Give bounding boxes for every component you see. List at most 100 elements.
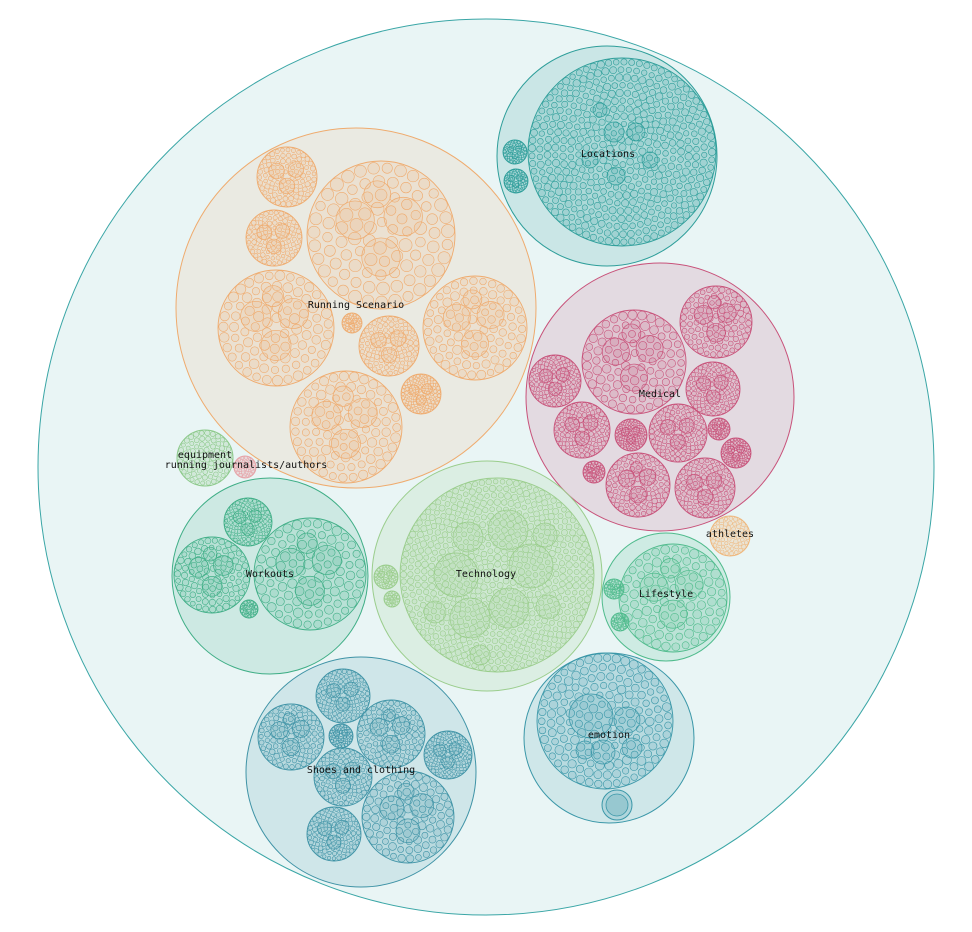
subgroup-medical-leaf: [650, 439, 656, 445]
subgroup-shoes-and-clothing-leaf: [438, 768, 443, 773]
subgroup-running-scenario-leaf: [292, 287, 303, 298]
subgroup-running-scenario-leaf: [227, 352, 237, 362]
subgroup-shoes-and-clothing-leaf: [394, 790, 403, 799]
subgroup-running-scenario-leaf: [424, 409, 428, 414]
equipment-leaf: [182, 456, 189, 463]
subgroup-shoes-and-clothing-leaf: [345, 772, 350, 777]
subgroup-shoes-and-clothing-leaf: [344, 776, 351, 783]
subgroup-running-scenario-leaf: [396, 213, 408, 225]
subgroup-running-scenario-leaf: [311, 416, 322, 427]
subgroup-workouts-leaf: [225, 527, 230, 532]
subgroup-technology-small-leaf: [384, 582, 389, 586]
subgroup-workouts-leaf: [203, 567, 210, 574]
subgroup-medical-leaf: [734, 380, 739, 385]
subgroup-technology-small-leaf: [385, 565, 390, 569]
subgroup-workouts-leaf: [201, 598, 209, 606]
subgroup-medical-leaf: [618, 505, 625, 512]
subgroup-running-scenario-leaf: [401, 396, 406, 400]
subgroup-shoes-and-clothing-leaf: [318, 731, 324, 738]
locations-leaf: [669, 155, 676, 162]
subgroup-medical-leaf: [712, 285, 719, 293]
locations-leaf: [599, 140, 607, 149]
subgroup-medical-leaf: [669, 456, 675, 462]
subgroup-technology-small-leaf: [381, 581, 385, 586]
subgroup-shoes-and-clothing-leaf: [385, 743, 392, 749]
technology-leaf: [502, 602, 509, 609]
locations-leaf: [664, 111, 672, 119]
technology-leaf: [484, 664, 492, 672]
subgroup-shoes-and-clothing-leaf: [428, 765, 433, 770]
subgroup-running-scenario-leaf: [379, 335, 384, 341]
subgroup-medical-leaf: [723, 311, 731, 319]
subgroup-shoes-and-clothing-leaf: [360, 692, 365, 697]
subgroup-workouts-leaf: [244, 614, 248, 618]
subgroup-running-scenario-leaf: [427, 240, 440, 254]
locations-leaf: [684, 115, 693, 124]
subgroup-shoes-and-clothing-leaf: [355, 825, 360, 830]
subgroup-running-scenario-leaf: [371, 417, 381, 427]
subgroup-medical-leaf: [616, 426, 620, 431]
subgroup-shoes-and-clothing-leaf: [327, 790, 332, 796]
subgroup-medical-leaf: [632, 386, 640, 395]
subgroup-medical-leaf: [614, 471, 621, 477]
subgroup-running-scenario-leaf: [312, 324, 323, 335]
subgroup-running-scenario-leaf: [409, 381, 414, 385]
locations-leaf: [596, 228, 603, 235]
subgroup-medical-leaf: [661, 469, 667, 476]
subgroup-medical-leaf: [588, 445, 595, 451]
subgroup-medical-leaf: [687, 339, 694, 346]
subgroup-workouts-leaf: [303, 519, 312, 528]
subgroup-shoes-and-clothing-leaf: [349, 732, 353, 736]
technology-leaf: [465, 586, 473, 594]
subgroup-running-scenario-leaf: [289, 175, 295, 181]
locations-leaf: [633, 162, 641, 170]
locations-leaf: [633, 67, 640, 75]
subgroup-running-scenario-leaf: [509, 297, 519, 307]
subgroup-running-scenario-leaf: [450, 281, 460, 290]
subgroup-medical-leaf: [712, 431, 717, 435]
subgroup-shoes-and-clothing-leaf: [433, 757, 438, 762]
locations-leaf: [603, 134, 611, 142]
subgroup-running-scenario-leaf: [241, 292, 253, 303]
technology-leaf: [503, 506, 509, 513]
emotion-leaf: [580, 666, 589, 676]
emotion-leaf: [548, 699, 559, 710]
subgroup-shoes-and-clothing-leaf: [336, 777, 342, 783]
subgroup-medical-leaf: [609, 337, 620, 347]
technology-leaf: [572, 620, 580, 629]
technology-leaf: [510, 486, 517, 494]
subgroup-running-scenario-leaf: [376, 385, 387, 396]
locations-leaf: [543, 151, 552, 159]
subgroup-medical-leaf: [743, 460, 748, 465]
running-journalists-leaf: [237, 458, 241, 462]
subgroup-shoes-and-clothing-leaf: [369, 728, 376, 735]
subgroup-medical-leaf: [695, 436, 701, 441]
subgroup-medical-leaf: [530, 386, 535, 391]
subgroup-workouts-leaf: [240, 609, 244, 613]
subgroup-locations-small-leaf: [518, 155, 523, 159]
locations-leaf: [655, 205, 662, 212]
subgroup-running-scenario-leaf: [274, 270, 286, 281]
subgroup-shoes-and-clothing-leaf: [370, 705, 377, 712]
subgroup-running-scenario-leaf: [429, 346, 438, 354]
locations-leaf: [585, 187, 592, 195]
emotion-leaf: [622, 755, 632, 765]
locations-leaf: [692, 199, 700, 207]
subgroup-medical-leaf: [553, 359, 559, 365]
subgroup-running-scenario-leaf: [294, 174, 301, 181]
subgroup-medical-leaf: [704, 458, 710, 464]
subgroup-medical-leaf: [696, 400, 702, 405]
technology-leaf: [443, 602, 450, 609]
subgroup-shoes-and-clothing-leaf: [345, 783, 351, 789]
subgroup-medical-leaf: [601, 471, 605, 475]
subgroup-shoes-and-clothing-leaf: [410, 710, 417, 716]
subgroup-medical-leaf: [660, 433, 665, 439]
subgroup-medical-leaf: [698, 458, 705, 464]
subgroup-running-scenario-leaf: [503, 289, 513, 300]
subgroup-shoes-and-clothing-leaf: [396, 808, 406, 818]
subgroup-shoes-and-clothing-leaf: [336, 772, 341, 777]
subgroup-running-scenario-leaf: [286, 256, 292, 261]
subgroup-shoes-and-clothing-leaf: [288, 728, 295, 735]
subgroup-medical-leaf: [646, 366, 655, 375]
subgroup-shoes-and-clothing-leaf: [327, 714, 333, 719]
